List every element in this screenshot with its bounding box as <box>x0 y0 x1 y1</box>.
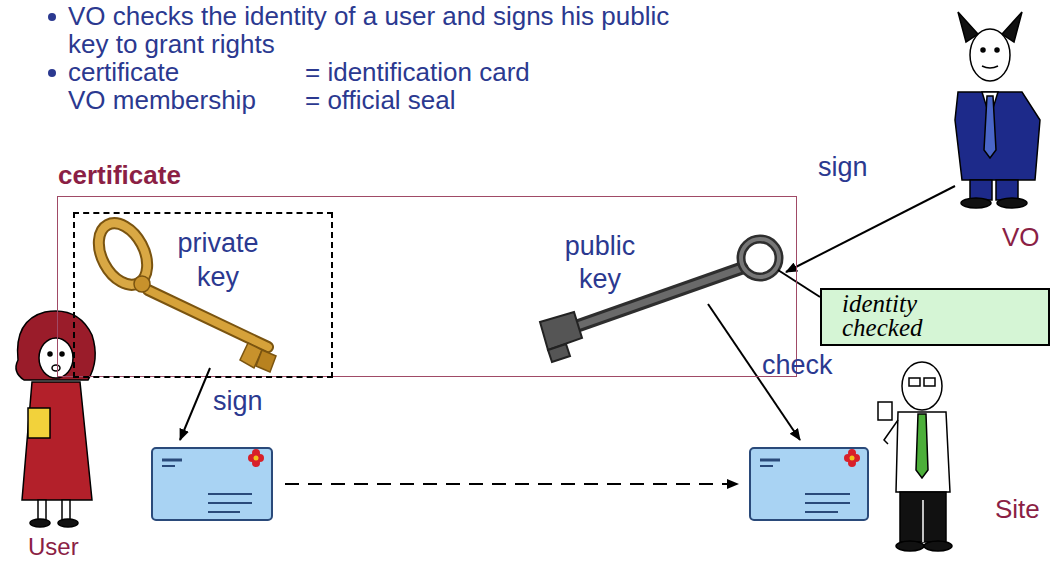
envelope-icon <box>162 465 175 467</box>
vo-figure <box>996 180 1018 200</box>
bullet-text: VO checks the identity of a user and sig… <box>68 2 708 58</box>
site-figure <box>900 492 946 542</box>
vo-figure <box>984 96 996 158</box>
site-figure <box>909 378 920 386</box>
key-label: public key <box>545 230 655 296</box>
private-key-picture <box>89 215 157 293</box>
vo-figure <box>995 48 999 52</box>
arrow-label: sign <box>818 152 898 182</box>
role-name: Site <box>995 494 1047 524</box>
site-figure <box>896 412 950 492</box>
envelope-icon <box>760 465 773 467</box>
envelope-icon <box>805 511 838 513</box>
envelope-icon <box>152 448 272 520</box>
user-figure <box>48 352 52 356</box>
vo-figure <box>961 198 991 208</box>
sign-arrow <box>180 368 210 440</box>
seal-leader <box>778 270 820 297</box>
vo-figure <box>982 66 998 68</box>
vo-figure <box>997 198 1027 208</box>
envelope-icon <box>805 493 850 495</box>
site-figure <box>922 500 924 542</box>
user-figure <box>16 311 95 380</box>
vo-figure <box>970 29 1010 81</box>
user-figure <box>52 365 60 371</box>
certificate-box: certificateprivate key <box>57 196 797 377</box>
public-key-picture <box>548 344 570 362</box>
arrow-label: sign <box>213 386 293 416</box>
user-figure <box>38 500 46 520</box>
private-key-picture <box>89 215 157 293</box>
key-label: private key <box>153 226 283 294</box>
role-name: User <box>28 534 98 560</box>
site-figure <box>878 402 892 420</box>
private-key-picture <box>148 290 268 347</box>
bullet-text: certificate <box>68 58 298 86</box>
envelope-icon <box>208 502 252 504</box>
envelope-icon <box>850 456 855 461</box>
envelope-icon <box>152 448 272 520</box>
private-key-picture <box>148 290 268 347</box>
bullet-text: VO membership <box>68 86 298 114</box>
box-heading: certificate <box>58 159 358 191</box>
public-key-picture <box>540 312 582 350</box>
vo-figure <box>955 92 1040 180</box>
send-arrow <box>285 483 738 485</box>
user-figure <box>60 352 64 356</box>
bullet-dot <box>48 69 56 77</box>
bullet-text: = identification card <box>305 58 705 86</box>
envelope-icon <box>254 456 259 461</box>
user-figure <box>28 408 50 438</box>
arrow-label: check <box>762 350 852 380</box>
bullet-dot <box>48 13 56 77</box>
site-figure <box>916 414 928 478</box>
vo-figure <box>970 180 992 200</box>
user-figure <box>58 519 78 527</box>
site-figure <box>924 378 935 386</box>
user-figure <box>22 382 92 500</box>
user-figure <box>30 519 50 527</box>
envelope-icon <box>162 459 182 462</box>
sign-arrow <box>786 186 955 272</box>
private-key-picture <box>134 276 150 292</box>
envelope-icon <box>208 493 252 495</box>
seal-box: identity checked <box>820 288 1050 346</box>
site-figure <box>884 420 898 444</box>
user-figure <box>39 338 73 378</box>
bullet-dot <box>48 13 56 21</box>
envelope-icon <box>844 449 860 467</box>
site-figure <box>896 541 924 551</box>
role-name: VO <box>1002 222 1048 252</box>
site-figure <box>924 541 952 551</box>
envelope-icon <box>805 502 850 504</box>
envelope-icon <box>208 511 240 513</box>
private-key-picture <box>256 350 276 372</box>
envelope-icon <box>248 449 264 467</box>
user-figure <box>16 311 95 527</box>
vo-figure <box>981 48 985 52</box>
envelope-icon <box>750 448 868 520</box>
public-key-picture <box>741 239 779 277</box>
site-figure <box>902 362 942 410</box>
envelope-icon <box>760 459 780 462</box>
user-figure <box>62 500 70 520</box>
public-key-picture <box>741 239 779 277</box>
vo-figure <box>955 12 1040 208</box>
envelope-icon <box>750 448 868 520</box>
seal-text: identity checked <box>842 292 972 340</box>
bullet-text: = official seal <box>305 86 705 114</box>
site-figure <box>878 362 952 551</box>
private-key-box: private key <box>73 212 333 378</box>
